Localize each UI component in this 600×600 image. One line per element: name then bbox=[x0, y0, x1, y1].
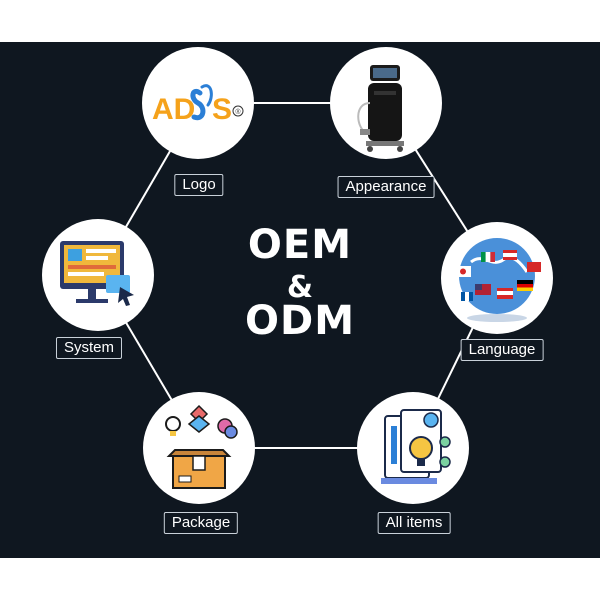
appearance-node bbox=[330, 47, 442, 159]
language-label: Language bbox=[460, 339, 544, 361]
center-title-oem: OEM bbox=[247, 222, 353, 268]
logo-brand-text-end: S bbox=[212, 93, 232, 126]
center-title-ampersand: & bbox=[286, 270, 314, 305]
globe-flags-icon bbox=[455, 238, 541, 322]
document-idea-icon bbox=[381, 409, 451, 484]
beauty-machine-icon bbox=[357, 65, 404, 152]
all-items-label: All items bbox=[377, 512, 451, 534]
package-box-icon bbox=[165, 404, 238, 489]
center-title-odm: ODM bbox=[244, 298, 355, 344]
registered-mark: ® bbox=[235, 108, 241, 116]
package-label: Package bbox=[163, 512, 239, 534]
language-node bbox=[441, 222, 553, 334]
logo-label: Logo bbox=[174, 174, 224, 196]
system-label: System bbox=[55, 337, 123, 359]
logo-brand-text: AD bbox=[152, 93, 195, 126]
all-items-node bbox=[357, 392, 469, 504]
system-node bbox=[42, 219, 154, 331]
package-node bbox=[143, 392, 255, 504]
computer-screen-icon bbox=[52, 229, 144, 321]
appearance-label: Appearance bbox=[337, 176, 435, 198]
adss-logo-icon: AD S ® bbox=[152, 84, 244, 126]
logo-node: AD S ® bbox=[142, 47, 254, 159]
